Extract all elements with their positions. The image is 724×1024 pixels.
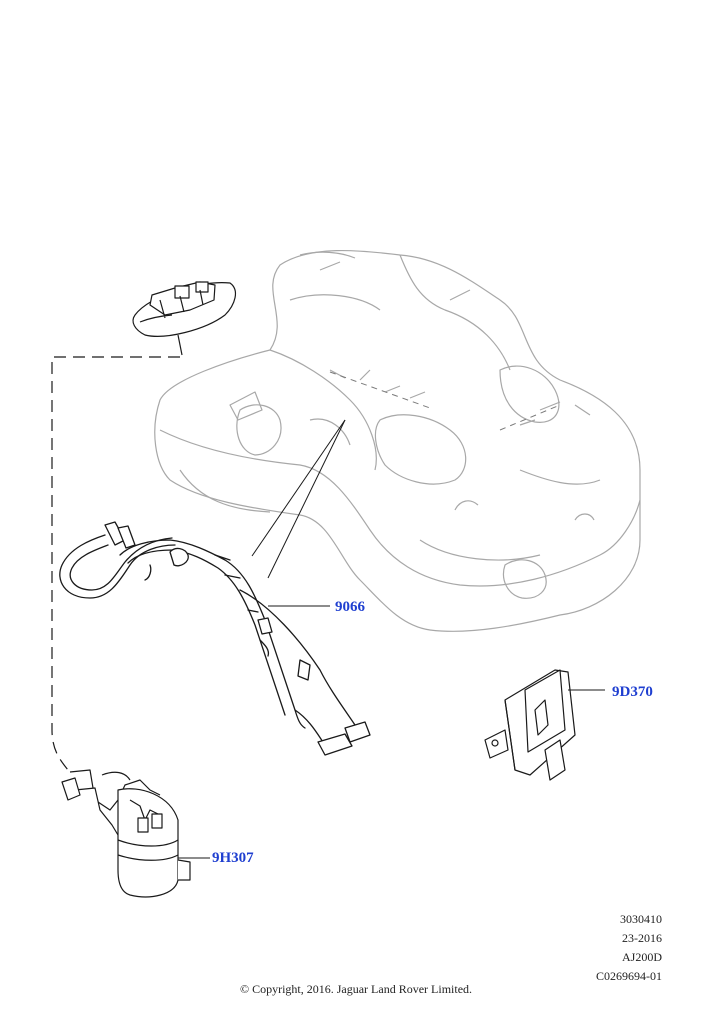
copyright-notice: © Copyright, 2016. Jaguar Land Rover Lim… [239, 982, 473, 996]
pump-flange-part [132, 281, 237, 356]
fuel-tank-ghost [154, 249, 641, 632]
meta-line-4: C0269694-01 [596, 969, 662, 983]
callout-harness[interactable]: 9066 [335, 599, 365, 615]
callout-control-module[interactable]: 9D370 [612, 684, 653, 700]
control-module-part [484, 669, 605, 781]
meta-line-2: 23-2016 [622, 931, 662, 945]
meta-line-3: AJ200D [621, 950, 662, 964]
tank-dashed-lines [329, 371, 561, 431]
harness-leader-lines [251, 419, 346, 607]
meta-line-1: 3030410 [620, 912, 662, 926]
callout-pump[interactable]: 9H307 [212, 850, 254, 866]
wiring-harness-part [59, 521, 371, 756]
fuel-pump-part [61, 769, 210, 898]
drawing-metadata: 3030410 23-2016 AJ200D C0269694-01 [596, 910, 662, 986]
flange-to-pump-dashed-line [51, 356, 180, 771]
